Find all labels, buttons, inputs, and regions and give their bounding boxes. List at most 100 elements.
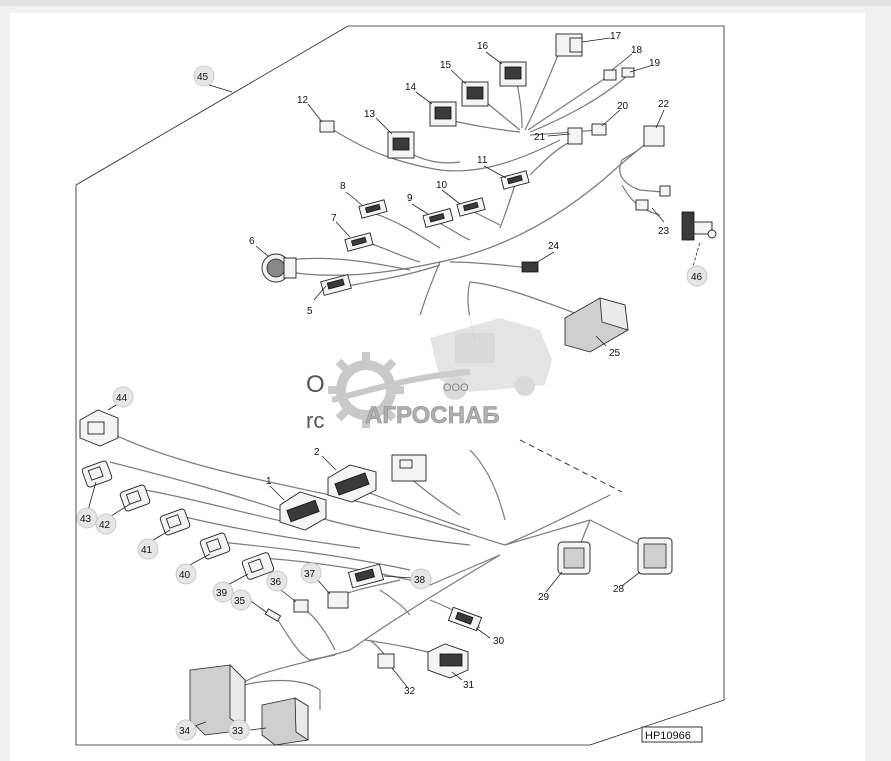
- leader-lines: [87, 37, 701, 731]
- callout-43: 43: [76, 507, 98, 529]
- tractor-icon: [430, 318, 552, 400]
- callout-44: 44: [112, 386, 134, 408]
- svg-text:43: 43: [80, 514, 92, 525]
- connector-31: [427, 643, 469, 679]
- connector-40: [199, 532, 231, 560]
- callout-25: 25: [609, 348, 621, 359]
- callout-13: 13: [364, 109, 376, 120]
- connector-43: [81, 460, 113, 488]
- callout-7: 7: [331, 213, 337, 224]
- svg-text:33: 33: [232, 726, 244, 737]
- callout-11: 11: [477, 155, 488, 166]
- callout-31: 31: [463, 680, 475, 691]
- callout-40: 40: [175, 563, 197, 585]
- connector-20: [591, 123, 607, 136]
- callout-16: 16: [477, 41, 489, 52]
- connector-3: [391, 454, 427, 482]
- connector-9: [422, 208, 454, 228]
- svg-text:36: 36: [270, 577, 282, 588]
- watermark-line-2: АГРОСНАБ: [365, 402, 500, 429]
- connector-7: [344, 232, 374, 252]
- watermark-line-1: ООО: [443, 382, 469, 394]
- connector-24: [521, 261, 539, 273]
- connector-33: [261, 697, 309, 746]
- connector-46: [681, 211, 717, 241]
- connector-10: [456, 197, 486, 217]
- svg-text:46: 46: [691, 272, 703, 283]
- connector-37: [327, 591, 349, 609]
- connector-group-upper: [261, 33, 717, 353]
- callout-33: 33: [228, 719, 250, 741]
- callout-15: 15: [440, 60, 452, 71]
- callout-12: 12: [297, 95, 309, 106]
- connector-28: [637, 537, 673, 575]
- svg-text:40: 40: [179, 570, 191, 581]
- connector-13: [387, 131, 415, 159]
- callout-29: 29: [538, 592, 550, 603]
- callout-34: 34: [175, 719, 197, 741]
- callout-35: 35: [230, 589, 252, 611]
- callout-42: 42: [95, 513, 117, 535]
- callout-17: 17: [610, 31, 622, 42]
- callout-37: 37: [300, 562, 322, 584]
- connector-17: [555, 33, 583, 57]
- callout-21: 21: [534, 132, 546, 143]
- connector-38: [347, 563, 385, 589]
- connector-1: [279, 491, 327, 531]
- callout-18: 18: [631, 45, 643, 56]
- callout-2: 2: [314, 447, 320, 458]
- connector-32: [377, 653, 395, 669]
- connector-16: [499, 61, 527, 87]
- callout-10: 10: [436, 180, 448, 191]
- callout-45: 45: [193, 65, 215, 87]
- callout-39: 39: [212, 581, 234, 603]
- dashed-connection: [519, 439, 623, 493]
- partial-text-rc: rc: [306, 408, 324, 433]
- connector-36: [293, 599, 309, 613]
- connector-18: [603, 69, 617, 81]
- callout-9: 9: [407, 193, 413, 204]
- connector-15: [461, 81, 489, 107]
- svg-text:42: 42: [99, 520, 111, 531]
- connector-19: [621, 67, 635, 78]
- connector-group-lower: [79, 409, 673, 746]
- svg-text:38: 38: [414, 575, 426, 586]
- svg-text:35: 35: [234, 596, 246, 607]
- connector-12: [319, 120, 335, 133]
- callout-8: 8: [340, 181, 346, 192]
- svg-text:37: 37: [304, 569, 316, 580]
- frame-outline: [75, 25, 725, 746]
- connector-41: [159, 508, 191, 536]
- callout-32: 32: [404, 686, 416, 697]
- svg-text:34: 34: [179, 726, 191, 737]
- svg-text:41: 41: [141, 545, 153, 556]
- connector-30: [447, 606, 483, 632]
- figure-code-box: HP10966: [641, 726, 703, 743]
- callout-19: 19: [649, 58, 661, 69]
- connector-42: [119, 484, 151, 512]
- callout-6: 6: [249, 236, 255, 247]
- connector-2: [327, 464, 377, 503]
- top-strip: [0, 0, 891, 6]
- callout-24: 24: [548, 241, 560, 252]
- callout-46: 46: [686, 265, 708, 287]
- connector-6: [261, 253, 297, 283]
- svg-text:44: 44: [116, 393, 128, 404]
- connector-5: [320, 274, 352, 296]
- partial-text-o: O: [306, 371, 325, 398]
- connector-44: [79, 409, 119, 447]
- connector-11: [500, 170, 530, 190]
- callout-labels: 1 2 5 6 7 8 9 10 11 12 13 14 15 16 17 18…: [249, 31, 670, 697]
- figure-code: HP10966: [645, 730, 691, 742]
- connector-8: [358, 199, 388, 219]
- connector-34: [189, 664, 246, 736]
- connector-14: [429, 101, 457, 127]
- callout-30: 30: [493, 636, 505, 647]
- callout-14: 14: [405, 82, 417, 93]
- svg-text:39: 39: [216, 588, 228, 599]
- connector-25: [564, 297, 629, 353]
- callout-36: 36: [266, 570, 288, 592]
- watermark: O rc ООО АГРОСНАБ: [290, 315, 552, 435]
- connector-22: [643, 125, 665, 147]
